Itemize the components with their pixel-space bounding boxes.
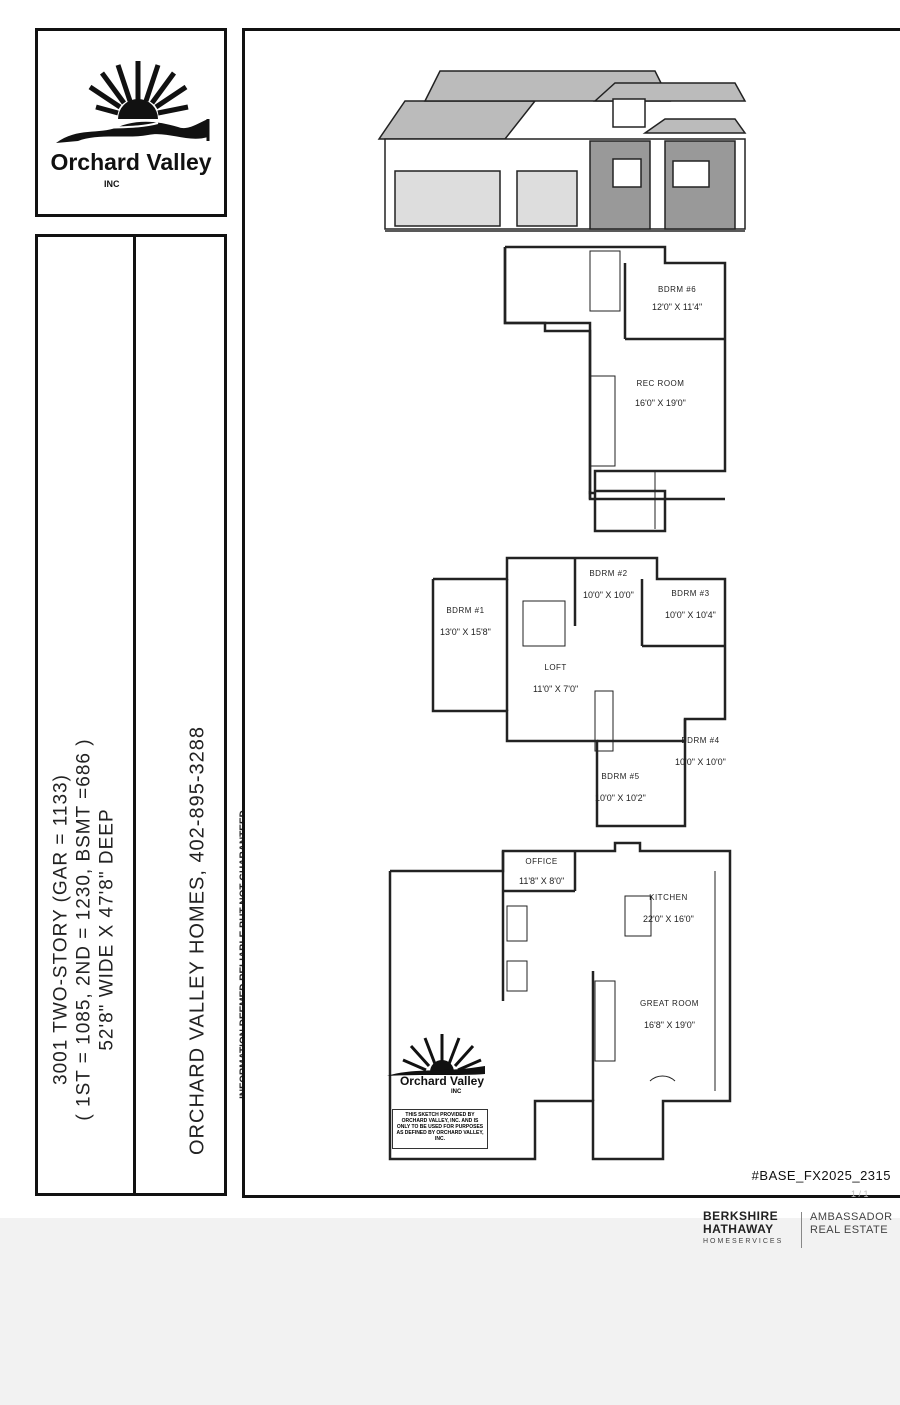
- plan-sheet: Orchard Valley INC 3001 TWO-STORY (GAR =…: [0, 0, 900, 1218]
- room-bdrm5-name: BDRM #5: [601, 772, 640, 781]
- mini-logo-name: Orchard Valley: [399, 1074, 485, 1088]
- room-bdrm1-name: BDRM #1: [446, 606, 485, 615]
- floor-plan-drawing: [377, 70, 747, 1161]
- second-floor-plan: [431, 556, 727, 828]
- room-bdrm6-size: 12'0" X 11'4": [652, 302, 703, 312]
- basement-plan: [503, 245, 727, 533]
- info-divider: [133, 237, 136, 1193]
- logo-inc: INC: [104, 179, 120, 189]
- mini-sunrise-icon: [387, 1034, 485, 1076]
- brand-line2: HATHAWAY: [703, 1222, 774, 1236]
- company-contact: ORCHARD VALLEY HOMES, 402-895-3288: [186, 726, 209, 1155]
- room-bdrm1: BDRM #1 13'0" X 15'8": [440, 606, 491, 637]
- footer-bar: [0, 1218, 900, 1255]
- room-loft: LOFT 11'0" X 7'0": [533, 663, 578, 694]
- plan-code: #BASE_FX2025_2315: [751, 1168, 891, 1183]
- room-office-name: OFFICE: [525, 857, 558, 866]
- brand-line1: BERKSHIRE: [703, 1209, 779, 1223]
- room-kitchen-size: 22'0" X 16'0": [643, 914, 694, 924]
- brand-berkshire-hathaway: BERKSHIRE HATHAWAY: [703, 1210, 778, 1236]
- page-indicator: 1 / 1: [851, 1189, 869, 1199]
- mini-logo: Orchard Valley INC: [381, 1026, 503, 1098]
- room-kitchen-name: KITCHEN: [649, 893, 688, 902]
- floor-plan-box: BDRM #6 12'0" X 11'4" REC ROOM 16'0" X 1…: [242, 28, 900, 1198]
- room-bdrm6-name: BDRM #6: [658, 285, 697, 294]
- agency-name: AMBASSADOR REAL ESTATE: [810, 1211, 893, 1237]
- room-rec-size: 16'0" X 19'0": [635, 398, 686, 408]
- room-great-size: 16'8" X 19'0": [644, 1020, 695, 1030]
- room-loft-name: LOFT: [544, 663, 567, 672]
- sketch-note: THIS SKETCH PROVIDED BY ORCHARD VALLEY, …: [392, 1109, 488, 1149]
- room-bdrm4-size: 10'0" X 10'0": [675, 757, 726, 767]
- room-great: GREAT ROOM 16'8" X 19'0": [640, 999, 699, 1030]
- room-bdrm5-size: 10'0" X 10'2": [595, 793, 646, 803]
- brand-sub: HOMESERVICES: [703, 1238, 784, 1245]
- logo-name: Orchard Valley: [50, 149, 212, 175]
- room-bdrm2-name: BDRM #2: [589, 569, 628, 578]
- room-bdrm6: BDRM #6 12'0" X 11'4": [652, 285, 702, 312]
- room-office-size: 11'8" X 8'0": [519, 876, 565, 886]
- logo-box: Orchard Valley INC: [35, 28, 227, 217]
- room-great-name: GREAT ROOM: [640, 999, 699, 1008]
- room-bdrm3-name: BDRM #3: [671, 589, 710, 598]
- room-bdrm3: BDRM #3 10'0" X 10'4": [665, 589, 716, 620]
- room-loft-size: 11'0" X 7'0": [533, 684, 579, 694]
- room-rec: REC ROOM 16'0" X 19'0": [635, 379, 686, 408]
- first-floor-plan: [388, 841, 732, 1161]
- room-bdrm3-size: 10'0" X 10'4": [665, 610, 716, 620]
- room-bdrm1-size: 13'0" X 15'8": [440, 627, 491, 637]
- room-bdrm2-size: 10'0" X 10'0": [583, 590, 634, 600]
- info-box: 3001 TWO-STORY (GAR = 1133) ( 1ST = 1085…: [35, 234, 250, 1196]
- room-bdrm4: BDRM #4 10'0" X 10'0": [675, 736, 726, 767]
- room-rec-name: REC ROOM: [636, 379, 685, 388]
- agency-line1: AMBASSADOR: [810, 1211, 893, 1223]
- mini-logo-inc: INC: [451, 1089, 462, 1095]
- agency-line2: REAL ESTATE: [810, 1224, 889, 1236]
- room-bdrm2: BDRM #2 10'0" X 10'0": [583, 569, 634, 600]
- sunrise-logo-icon: [56, 61, 210, 143]
- room-office: OFFICE 11'8" X 8'0": [519, 857, 564, 886]
- room-bdrm5: BDRM #5 10'0" X 10'2": [595, 772, 646, 803]
- room-bdrm4-name: BDRM #4: [681, 736, 720, 745]
- footer-divider: [801, 1212, 802, 1248]
- front-elevation: [377, 70, 747, 232]
- room-kitchen: KITCHEN 22'0" X 16'0": [643, 893, 694, 924]
